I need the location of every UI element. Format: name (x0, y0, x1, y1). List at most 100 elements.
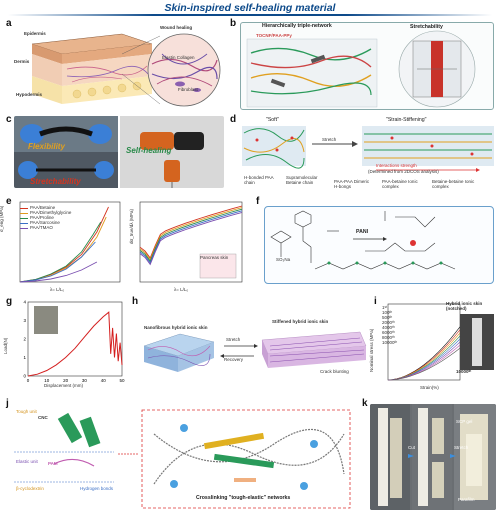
figure-title: Skin-inspired self-healing material (164, 2, 336, 14)
series-line-e-2 (19, 221, 102, 283)
panel-j-label: j (6, 398, 9, 409)
panel-i-label: i (374, 296, 377, 307)
panel-i-chart (378, 300, 496, 386)
series-line-g (27, 311, 123, 377)
label-supra: Supramolecular Betaine chain (286, 175, 318, 185)
label-self-healing: Self-healing (126, 146, 172, 155)
tick-g-y-0: 0 (23, 374, 26, 379)
label-stretch-k: Stretch (454, 445, 469, 450)
tick-g-y-3: 3 (23, 318, 26, 323)
series-deriv-e-2 (139, 208, 243, 263)
label-interactions: Interactions strength (376, 163, 417, 168)
series-line-i-6 (387, 344, 461, 381)
panel-e-label: e (6, 196, 12, 207)
label-stretchability-b: Stretchability (410, 24, 443, 30)
panel-h-illustration (140, 306, 368, 386)
tick-g-x-2: 20 (63, 378, 69, 383)
label-strain-stiffening: "Strain-Stiffening" (386, 117, 427, 123)
label-crosslinking: Crosslinking "tough-elastic" networks (196, 495, 291, 501)
axis-g-xlabel: Displacement (mm) (44, 383, 84, 388)
tick-g-x-0: 0 (27, 378, 30, 383)
label-tough-unit: Tough unit (16, 409, 37, 414)
label-parafilm: Parafilm (458, 497, 475, 502)
tick-g-y-4: 4 (23, 300, 26, 305)
legend-proline: PAA/Proline (30, 214, 54, 220)
legend-dimethylglycine: PAA/Dimethylglycine (30, 209, 72, 215)
label-scp-gel: SCP gel (456, 419, 473, 424)
label-beta-cyclodextrin: β-cyclodextrin (16, 486, 44, 491)
series-deriv-e-0 (139, 205, 243, 259)
axes-frame-e (19, 201, 121, 283)
label-hypodermis: Hypodermis (16, 92, 43, 97)
inset-pancreas-label: Pancreas skin (200, 255, 229, 260)
legend-8000th: 8000ᵗʰ (382, 334, 395, 340)
series-deriv-e-3 (139, 210, 243, 264)
label-soft: "Soft" (266, 117, 279, 123)
label-nanofibrous: Nanofibrous hybrid ionic skin (144, 325, 208, 330)
panel-d-label: d (230, 114, 237, 125)
label-wound-healing: Wound healing (160, 25, 193, 30)
panel-d-network (242, 118, 496, 190)
tick-g-x-5: 50 (119, 378, 125, 383)
panel-a-skin-illustration (12, 24, 222, 110)
axis-e-right-xlabel: λ= L/L₀ (174, 287, 189, 292)
panel-i-legend: 1ˢᵗ 100ᵗʰ 500ᵗʰ 2000ᵗʰ 4000ᵗʰ 6000ᵗʰ 800… (382, 305, 398, 346)
label-elastin-collagen: Elastin Collagen (162, 55, 195, 60)
panel-g-label: g (6, 296, 13, 307)
label-fibroblast: Fibroblast (178, 87, 198, 92)
legend-1st: 1ˢᵗ (382, 305, 388, 310)
series-deriv-e-4 (139, 211, 243, 266)
inset-strip (472, 318, 482, 366)
panel-h-label: h (132, 296, 139, 307)
label-flexibility: Flexibility (28, 142, 65, 151)
panel-a-label: a (6, 18, 12, 29)
tick-g-x-4: 40 (101, 378, 107, 383)
label-crack-blunting: Crack blunting (320, 369, 349, 374)
series-line-e-3 (19, 241, 96, 283)
series-line-e-4 (19, 261, 98, 283)
legend-sarcosine: PAA/Sarcosine (30, 219, 60, 225)
label-stiffened: Stiffened hybrid ionic skin (272, 319, 329, 324)
panel-b-box (240, 22, 494, 110)
panel-k-label: k (362, 398, 368, 409)
label-hbonded: H-bonded PAA chain (244, 175, 274, 185)
series-line-i-5 (387, 341, 461, 381)
axis-e-xlabel: λ= L/L₀ (50, 287, 65, 292)
inset-hybrid-title: Hybrid ionic skin (notched) (446, 301, 483, 311)
panel-c-label: c (6, 114, 12, 125)
axis-i-ylabel: Nominal stress (MPa) (369, 328, 374, 372)
panel-j-illustration (14, 404, 354, 512)
legend-6000th: 6000ᵗʰ (382, 329, 395, 335)
legend-500th: 500ᵗʰ (382, 314, 393, 320)
legend-tmao: PAA/TMAO (30, 224, 53, 230)
label-dermis: Dermis (14, 59, 30, 64)
label-betaine-betaine: Betaine-betaine Ionic complex (432, 179, 475, 189)
panel-k-photos (370, 404, 496, 510)
label-pam: PAM (48, 461, 58, 466)
label-epidermis: Epidermis (24, 31, 46, 36)
label-so3na: SO₃Na (276, 257, 291, 262)
series-line-i-0 (387, 326, 461, 381)
label-stretch-h: Stretch (226, 337, 241, 342)
inset-pancreas (199, 253, 237, 279)
label-elastic-unit: Elastic unit (16, 459, 38, 464)
label-cut: Cut (408, 445, 416, 450)
tick-g-x-1: 10 (44, 378, 50, 383)
series-deriv-e-1 (139, 207, 243, 261)
tick-g-y-1: 1 (23, 355, 26, 360)
label-cnc: CNC (38, 415, 48, 420)
panel-e-legend: PAA/Betaine PAA/Dimethylglycine PAA/Prol… (20, 205, 72, 231)
label-hydrogen-bonds: Hydrogen bonds (80, 486, 114, 491)
axes-frame-i (387, 303, 461, 381)
legend-100th: 100ᵗʰ (382, 309, 393, 315)
legend-2000th: 2000ᵗʰ (382, 319, 395, 325)
series-line-i-1 (387, 329, 461, 381)
legend-10000th: 10000ᵗʰ (382, 339, 398, 345)
panel-e-charts (8, 198, 246, 292)
label-pani: PANI (356, 229, 369, 235)
panel-c-photos (14, 116, 224, 188)
panel-b-label: b (230, 18, 237, 29)
label-paa-paa: PAA-PAA Dimeric H-bongs (334, 179, 370, 189)
panel-f-chemistry (264, 206, 494, 284)
panel-f-label: f (256, 196, 260, 207)
